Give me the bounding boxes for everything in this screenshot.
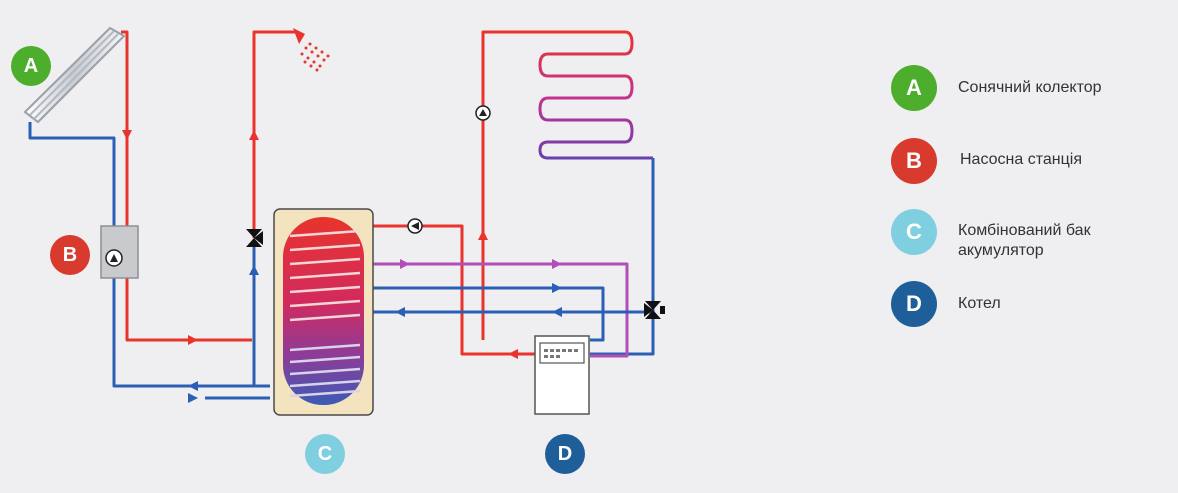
purple-circuit-pipe <box>373 262 629 358</box>
legend-badge-a: A <box>891 65 937 111</box>
radiator-coil <box>538 30 653 160</box>
pump-station <box>100 225 139 279</box>
flow-arrows <box>122 130 562 403</box>
badge-combined-tank: C <box>305 434 345 474</box>
legend-badge-b: B <box>891 138 937 184</box>
boiler-to-tank-pipe <box>373 224 535 356</box>
badge-pump-station: B <box>50 235 90 275</box>
legend-label-solar-collector: Сонячний колектор <box>958 79 1102 96</box>
badge-boiler: D <box>545 434 585 474</box>
boiler <box>534 335 590 415</box>
shower-hot-pipe <box>252 30 296 238</box>
badge-solar-collector: A <box>11 46 51 86</box>
mixing-valve-radiator <box>644 301 665 319</box>
collector-hot-pipe <box>121 30 252 342</box>
radiator-return-pipe <box>590 158 655 356</box>
mixing-valve-tank <box>246 229 263 247</box>
tank-blue-line-1 <box>373 286 605 342</box>
pump-boiler-circuit <box>407 218 423 234</box>
legend-label-combined-tank-line2: акумулятор <box>958 242 1044 259</box>
shower-head <box>293 28 330 72</box>
combined-tank <box>273 208 374 416</box>
legend-label-combined-tank-line1: Комбінований бак <box>958 222 1091 239</box>
collector-cold-pipe <box>28 122 270 388</box>
legend-label-boiler: Котел <box>958 295 1001 312</box>
legend-badge-c: C <box>891 209 937 255</box>
legend-badge-d: D <box>891 281 937 327</box>
solar-collector <box>23 26 126 124</box>
legend-label-pump-station: Насосна станція <box>960 151 1082 168</box>
pump-radiator-circuit <box>475 105 491 121</box>
